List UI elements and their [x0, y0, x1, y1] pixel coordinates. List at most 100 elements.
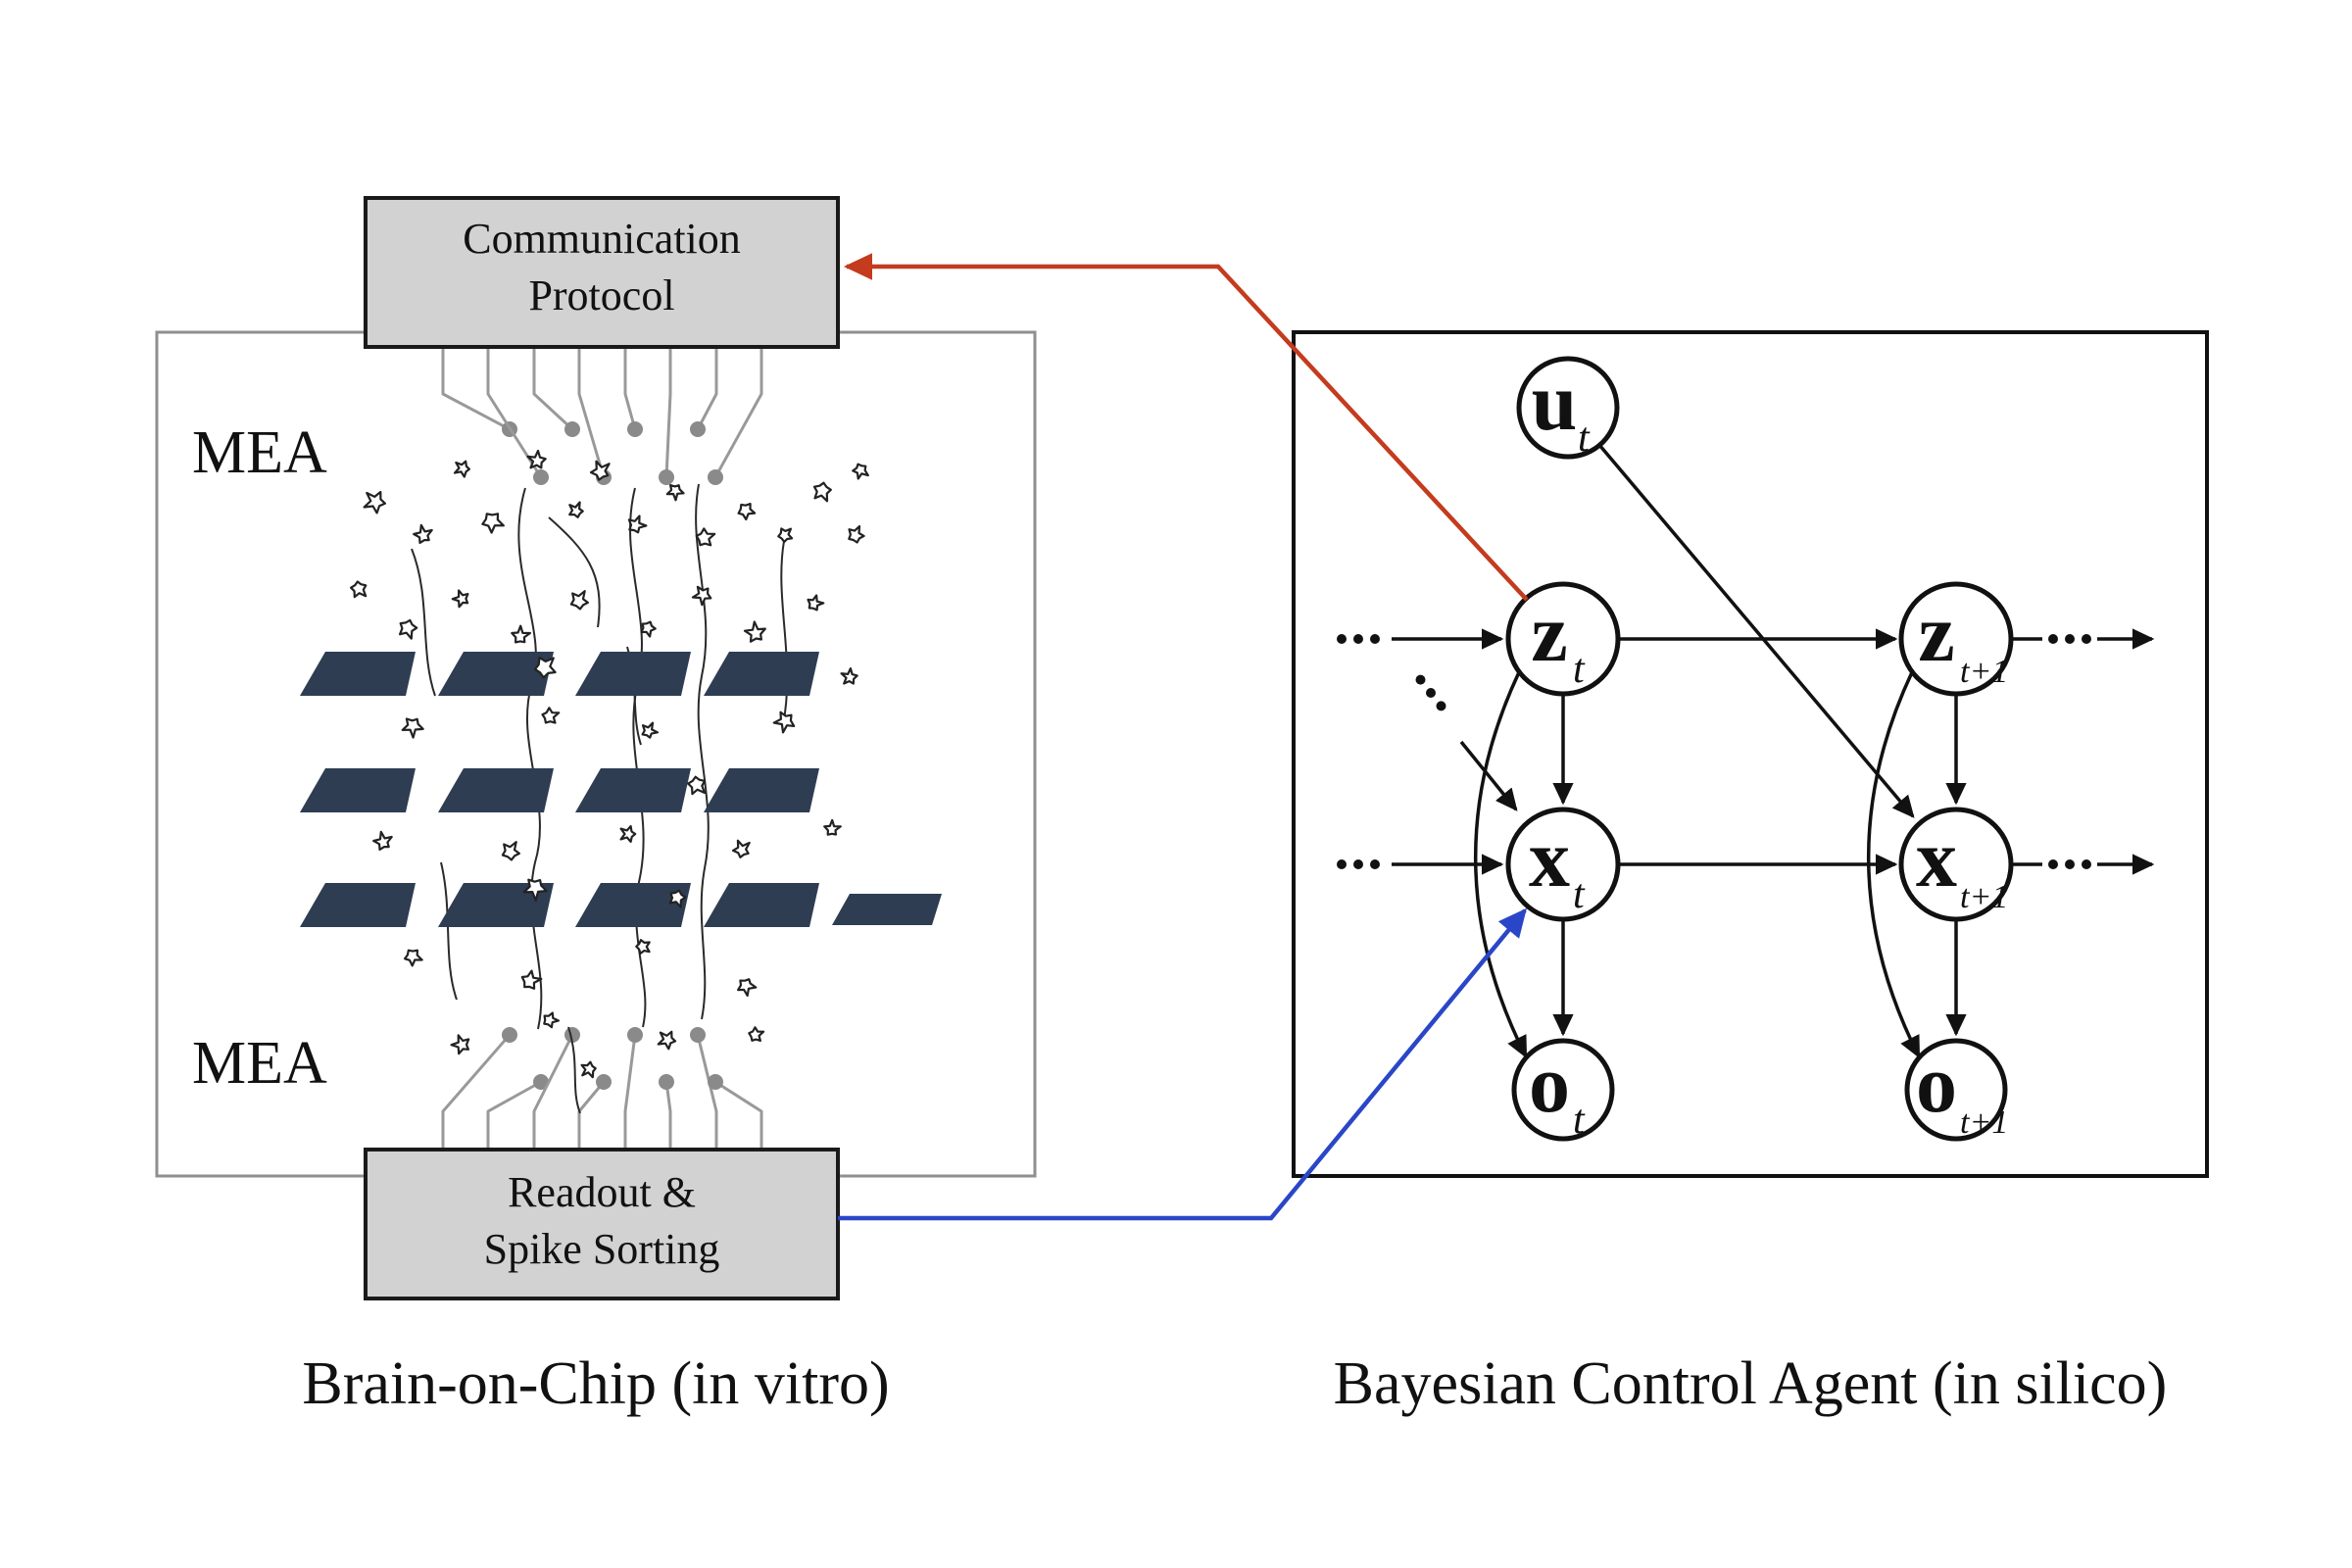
node-z_t1-subscript: t+1	[1960, 654, 2008, 690]
electrode-bar	[300, 768, 416, 812]
electrode-trace	[623, 343, 637, 430]
node-u_t-label: u	[1532, 357, 1578, 448]
neuron-layer	[350, 449, 869, 1079]
neuron	[501, 841, 521, 861]
node-o_t1-circle	[1904, 1038, 2008, 1142]
neuron	[580, 1060, 597, 1079]
neuron	[691, 585, 712, 607]
ellipsis-dot	[1370, 634, 1380, 644]
electrode-bar	[300, 652, 416, 696]
electrode-bar	[438, 652, 554, 696]
neuron	[695, 527, 716, 547]
ellipsis-dot	[1353, 634, 1363, 644]
neuron	[569, 590, 590, 611]
neuron	[737, 502, 757, 521]
readout-arrow	[838, 907, 1527, 1221]
neuron	[640, 620, 657, 638]
electrode-contact	[564, 421, 580, 437]
electrode-bar	[438, 768, 554, 812]
communication-protocol-box: Communication Protocol	[364, 196, 840, 349]
neuron	[627, 514, 648, 534]
neuron	[812, 481, 832, 503]
electrode-bar	[300, 883, 416, 927]
electrode-contact	[708, 469, 723, 485]
electrode-bar	[704, 652, 819, 696]
node-x_t-label: x	[1529, 813, 1570, 905]
electrode-contact	[596, 1074, 612, 1090]
neuron	[687, 775, 707, 796]
axon-fibre	[780, 540, 789, 726]
electrode-bar	[704, 768, 819, 812]
node-z_t-circle	[1505, 581, 1621, 697]
ellipsis-dot	[1337, 859, 1347, 869]
bayesian-agent-panel	[1292, 330, 2209, 1178]
ellipsis-dot	[1436, 701, 1446, 711]
ellipsis-dot	[2065, 634, 2075, 644]
electrode-bar	[704, 883, 819, 927]
neuron	[453, 460, 470, 478]
neuron	[511, 624, 532, 644]
cross-arrow-layer	[838, 253, 1529, 1221]
neuron	[777, 527, 794, 544]
mea-top-label: MEA	[192, 419, 327, 486]
neuron	[772, 710, 796, 734]
communication-protocol-line1: Communication	[463, 215, 741, 263]
node-o_t-subscript: t	[1573, 1098, 1586, 1143]
node-x_t-circle	[1505, 807, 1621, 922]
electrode-trace	[664, 343, 672, 478]
neuron	[665, 483, 685, 502]
axon-fibre	[411, 548, 436, 697]
electrode-trace	[664, 1081, 672, 1156]
neuron	[619, 824, 637, 844]
node-x_t1-label: x	[1916, 813, 1957, 905]
neuron	[401, 717, 424, 739]
axon-fibre	[440, 861, 458, 1001]
neuron	[541, 707, 561, 724]
axon-fibre	[695, 483, 710, 1020]
ellipsis-dot	[2048, 634, 2058, 644]
neuron	[481, 513, 505, 534]
ellipsis-dot	[1415, 674, 1426, 685]
electrode-trace	[623, 1034, 637, 1156]
neuron	[852, 463, 869, 480]
ellipsis-dot	[1353, 859, 1363, 869]
electrode-contact	[627, 421, 643, 437]
electrode-trace	[696, 1034, 718, 1156]
electrode-trace	[532, 343, 574, 431]
node-o_t1-subscript: t+1	[1960, 1104, 2008, 1141]
electrode-contact	[533, 1074, 549, 1090]
electrode-contact	[659, 1074, 674, 1090]
electrode-bar	[832, 894, 942, 925]
readout-line2: Spike Sorting	[484, 1225, 720, 1273]
electrode-trace	[441, 343, 511, 431]
graph-edge-layer	[1392, 443, 2155, 1059]
electrode-contact	[708, 1074, 723, 1090]
neuron	[522, 878, 548, 902]
neuron	[743, 620, 766, 643]
electrode-trace	[714, 1080, 763, 1156]
ellipsis-dot	[1370, 859, 1380, 869]
mea-bottom-label: MEA	[192, 1030, 327, 1097]
ellipsis-dot	[2082, 634, 2091, 644]
right-caption: Bayesian Control Agent (in silico)	[1334, 1350, 2168, 1417]
electrode-trace	[696, 343, 718, 430]
neuron	[589, 460, 611, 481]
readout-rect	[364, 1148, 840, 1300]
neuron	[533, 656, 557, 679]
electrode-contact	[502, 1027, 517, 1043]
neuron	[372, 830, 393, 852]
ellipsis-dot	[2048, 859, 2058, 869]
graph-edge	[1866, 671, 1921, 1059]
electrode-contact	[659, 469, 674, 485]
graph-edge	[1459, 740, 1518, 811]
stimulation-arrow	[843, 253, 1529, 602]
neuron	[520, 969, 543, 990]
electrode-trace	[441, 1034, 512, 1156]
neuron	[641, 721, 660, 739]
communication-protocol-rect	[364, 196, 840, 349]
electrode-trace	[532, 1034, 574, 1156]
neuron	[404, 949, 423, 967]
neuron	[451, 589, 469, 609]
